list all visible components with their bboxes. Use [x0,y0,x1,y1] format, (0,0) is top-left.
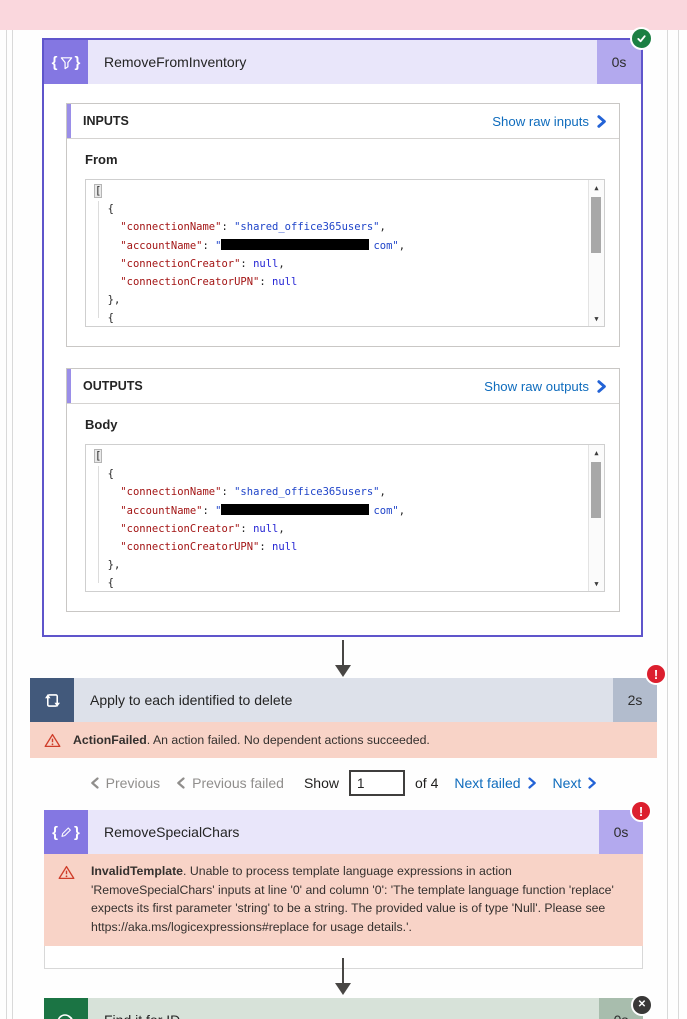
action-duration: 2s [613,678,657,722]
status-skipped-badge: ✕ [631,994,653,1016]
scope-guide-line [6,30,7,1019]
show-raw-outputs-link[interactable]: Show raw outputs [484,379,607,394]
action-title: RemoveFromInventory [104,54,247,70]
inputs-heading: INPUTS [83,114,129,128]
outputs-section: OUTPUTS Show raw outputs Body [ { "conne… [66,368,620,612]
error-code: InvalidTemplate [91,864,184,878]
action-card-remove-from-inventory: {} RemoveFromInventory 0s INPUTS Show ra… [42,27,653,637]
inputs-field-label: From [85,152,118,167]
error-message: . Unable to process template language ex… [91,864,614,934]
action-title: Apply to each identified to delete [90,692,293,708]
connector-arrow [335,640,351,677]
scroll-up-button[interactable]: ▲ [594,183,599,192]
scope-guide-line [678,30,679,1019]
inputs-json-viewer[interactable]: [ { "connectionName": "shared_office365u… [85,179,605,327]
action-card-remove-special-chars: {} RemoveSpecialChars 0s InvalidTemplate… [44,800,652,969]
section-accent-bar [67,104,71,138]
previous-failed-button[interactable]: Previous failed [176,775,284,791]
apply-to-each-loop-icon [30,678,74,722]
action-card-find-it-for-id: Find it for ID 0s ✕ [44,994,653,1019]
section-accent-bar [67,369,71,403]
excel-action-icon [44,998,88,1019]
scroll-down-button[interactable]: ▼ [594,314,599,323]
iteration-number-input[interactable] [349,770,405,796]
scrollbar-thumb[interactable] [591,462,601,518]
scope-guide-line [667,30,668,1019]
error-code: ActionFailed [73,733,147,747]
error-message: . An action failed. No dependent actions… [146,733,430,747]
action-title: Find it for ID [104,1012,180,1019]
chevron-left-icon [177,777,185,789]
indent-guide [98,466,99,583]
scrollbar-thumb[interactable] [591,197,601,253]
outputs-json-viewer[interactable]: [ { "connectionName": "shared_office365u… [85,444,605,592]
connector-arrow [335,958,351,995]
action-header-remove-special-chars[interactable]: {} RemoveSpecialChars 0s [44,810,643,854]
chevron-right-icon [597,114,606,128]
status-failed-badge: ! [630,800,652,822]
status-failed-badge: ! [645,663,667,685]
action-title: RemoveSpecialChars [104,824,240,840]
next-failed-button[interactable]: Next failed [454,775,536,791]
indent-guide [98,201,99,318]
top-accent-bar [0,0,687,30]
vertical-scrollbar: ▲ ▼ [588,180,604,326]
previous-button[interactable]: Previous [90,775,160,791]
status-succeeded-badge [630,27,653,50]
action-header-find-it-for-id[interactable]: Find it for ID 0s [44,998,643,1019]
show-label: Show [303,775,339,791]
outputs-field-label: Body [85,417,118,432]
filter-array-icon: {} [44,40,88,84]
outputs-heading: OUTPUTS [83,379,143,393]
chevron-right-icon [588,777,597,789]
chevron-right-icon [527,777,536,789]
scroll-up-button[interactable]: ▲ [594,448,599,457]
next-button[interactable]: Next [553,775,598,791]
action-header-remove-from-inventory[interactable]: {} RemoveFromInventory 0s [44,40,641,84]
chevron-right-icon [597,379,606,393]
check-icon [637,35,646,43]
warning-triangle-icon [44,733,61,748]
of-total-label: of 4 [415,775,439,791]
apply-to-each-error-banner: ActionFailed. An action failed. No depen… [30,722,657,758]
scroll-down-button[interactable]: ▼ [594,579,599,588]
warning-triangle-icon [58,865,75,880]
show-raw-inputs-link[interactable]: Show raw inputs [492,114,607,129]
action-card-apply-to-each: Apply to each identified to delete 2s ! [30,663,667,722]
scope-guide-line [12,30,13,1019]
remove-special-chars-error-banner: InvalidTemplate. Unable to process templ… [44,854,643,946]
chevron-left-icon [90,777,99,789]
total-iterations: 4 [430,775,439,791]
vertical-scrollbar: ▲ ▼ [588,445,604,591]
compose-icon: {} [44,810,88,854]
iteration-pager: Previous Previous failed Show of 4 Next … [30,768,657,798]
action-header-apply-to-each[interactable]: Apply to each identified to delete 2s [30,678,657,722]
inputs-section: INPUTS Show raw inputs From [ { "connect… [66,103,620,347]
